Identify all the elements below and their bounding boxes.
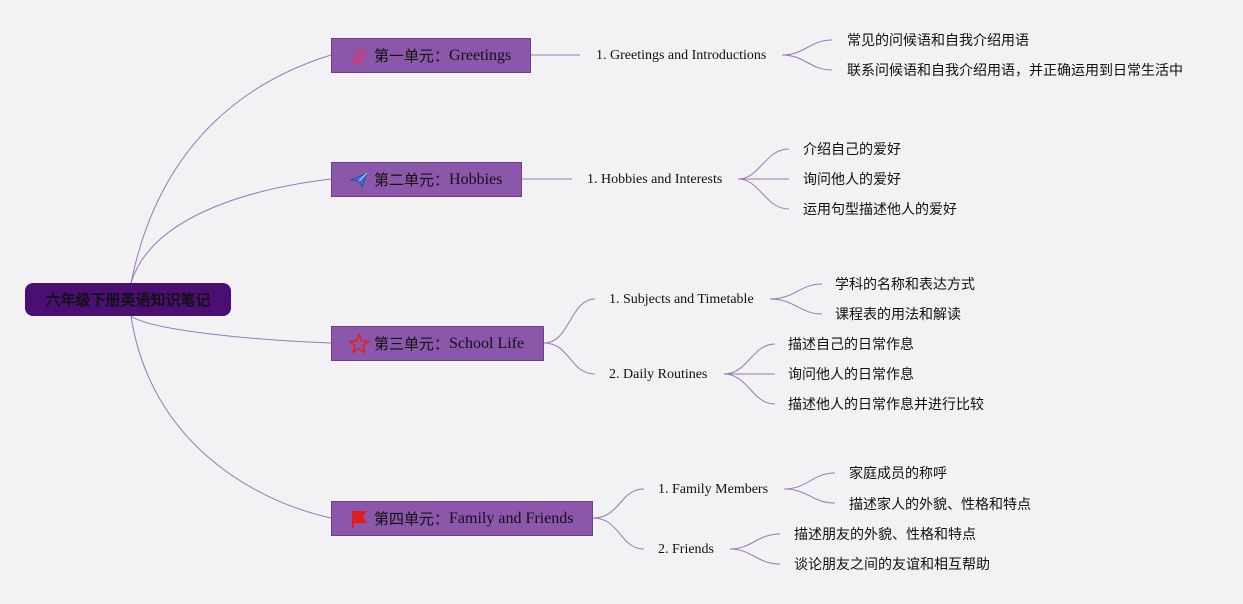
- link-unit3-topic2: [543, 342, 596, 375]
- link-root-unit2: [130, 178, 332, 284]
- fireworks-icon: [348, 45, 370, 67]
- topic-label: 2. Friends: [658, 542, 714, 557]
- point-label: 课程表的用法和解读: [835, 307, 961, 323]
- topic-node[interactable]: 1. Subjects and Timetable: [609, 291, 754, 309]
- topic-node[interactable]: 2. Daily Routines: [609, 366, 707, 384]
- point-label: 描述朋友的外貌、性格和特点: [794, 527, 976, 543]
- point-label: 询问他人的爱好: [803, 172, 901, 188]
- topic-node[interactable]: 1. Greetings and Introductions: [596, 47, 766, 65]
- point-node[interactable]: 询问他人的爱好: [803, 171, 901, 189]
- unit-node-3[interactable]: 第三单元： School Life: [331, 326, 544, 361]
- point-node[interactable]: 询问他人的日常作息: [788, 366, 914, 384]
- point-node[interactable]: 家庭成员的称呼: [849, 465, 947, 483]
- unit-node-2[interactable]: 第二单元： Hobbies: [331, 162, 522, 197]
- unit-prefix: 第一单元：: [374, 47, 450, 65]
- link-u2t1-p1: [737, 148, 790, 180]
- unit-name: School Life: [449, 334, 525, 352]
- topic-label: 1. Family Members: [658, 482, 769, 497]
- unit-name: Family and Friends: [449, 509, 574, 527]
- unit-prefix: 第四单元：: [374, 510, 450, 528]
- unit-prefix: 第二单元：: [374, 171, 450, 189]
- point-node[interactable]: 学科的名称和表达方式: [835, 276, 975, 294]
- point-node[interactable]: 描述他人的日常作息并进行比较: [788, 396, 984, 414]
- unit-node-1[interactable]: 第一单元： Greetings: [331, 38, 531, 73]
- point-label: 介绍自己的爱好: [803, 142, 901, 158]
- topic-node[interactable]: 1. Family Members: [658, 481, 768, 499]
- link-unit4-topic2: [592, 517, 645, 550]
- root-node[interactable]: 六年级下册英语知识笔记: [25, 283, 231, 316]
- topic-label: 1. Greetings and Introductions: [596, 48, 767, 63]
- topic-node[interactable]: 1. Hobbies and Interests: [587, 171, 722, 189]
- point-label: 描述他人的日常作息并进行比较: [788, 397, 984, 413]
- point-label: 谈论朋友之间的友谊和相互帮助: [794, 557, 990, 573]
- point-node[interactable]: 描述朋友的外貌、性格和特点: [794, 526, 976, 544]
- link-root-unit4: [130, 315, 332, 519]
- topic-label: 1. Hobbies and Interests: [587, 172, 723, 187]
- link-u3t2-p1: [723, 343, 776, 375]
- link-u1t1-p1: [781, 39, 833, 56]
- point-label: 询问他人的日常作息: [788, 367, 914, 383]
- link-u3t1-p2: [769, 298, 823, 315]
- point-node[interactable]: 谈论朋友之间的友谊和相互帮助: [794, 556, 990, 574]
- link-u4t1-p1: [783, 472, 836, 490]
- point-label: 联系问候语和自我介绍用语，并正确运用到日常生活中: [847, 63, 1183, 79]
- link-unit3-topic1: [543, 298, 596, 344]
- link-root-unit1: [130, 54, 332, 284]
- point-node[interactable]: 描述家人的外貌、性格和特点: [849, 496, 1031, 514]
- point-label: 描述自己的日常作息: [788, 337, 914, 353]
- point-node[interactable]: 课程表的用法和解读: [835, 306, 961, 324]
- link-u4t1-p2: [783, 488, 836, 504]
- link-u4t2-p2: [729, 548, 781, 565]
- topic-label: 1. Subjects and Timetable: [609, 292, 754, 307]
- link-u2t1-p3: [737, 178, 790, 210]
- unit-name: Hobbies: [449, 170, 503, 188]
- point-label: 家庭成员的称呼: [849, 466, 947, 482]
- point-node[interactable]: 联系问候语和自我介绍用语，并正确运用到日常生活中: [847, 62, 1183, 80]
- flag-icon: [348, 508, 370, 530]
- root-label: 六年级下册英语知识笔记: [45, 291, 211, 309]
- link-u1t1-p2: [781, 54, 833, 71]
- point-label: 常见的问候语和自我介绍用语: [847, 33, 1029, 49]
- point-node[interactable]: 常见的问候语和自我介绍用语: [847, 32, 1029, 50]
- unit-name: Greetings: [449, 46, 512, 64]
- link-u3t2-p3: [723, 373, 776, 405]
- link-unit4-topic1: [592, 488, 645, 519]
- star-icon: [348, 333, 370, 355]
- point-label: 运用句型描述他人的爱好: [803, 202, 957, 218]
- unit-node-4[interactable]: 第四单元： Family and Friends: [331, 501, 593, 536]
- point-node[interactable]: 介绍自己的爱好: [803, 141, 901, 159]
- topic-node[interactable]: 2. Friends: [658, 541, 714, 559]
- paper-plane-icon: [348, 169, 370, 191]
- point-label: 学科的名称和表达方式: [835, 277, 975, 293]
- unit-prefix: 第三单元：: [374, 335, 450, 353]
- link-u3t1-p1: [769, 283, 823, 300]
- point-node[interactable]: 描述自己的日常作息: [788, 336, 914, 354]
- link-root-unit3: [130, 315, 332, 344]
- link-u4t2-p1: [729, 533, 781, 550]
- topic-label: 2. Daily Routines: [609, 367, 708, 382]
- point-label: 描述家人的外貌、性格和特点: [849, 497, 1031, 513]
- point-node[interactable]: 运用句型描述他人的爱好: [803, 201, 957, 219]
